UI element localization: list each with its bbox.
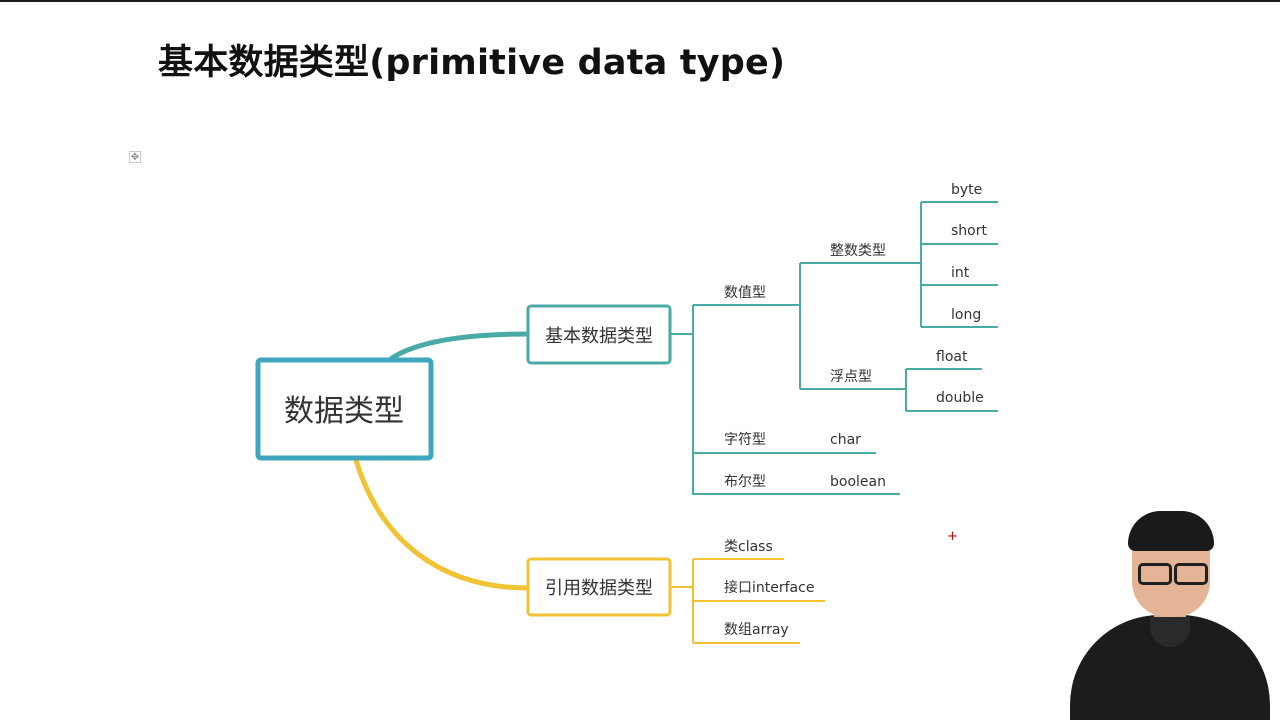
leaf-float: float: [936, 349, 968, 365]
char-type-label: 字符型: [724, 432, 766, 448]
root-node-box: [255, 357, 434, 461]
top-border-line: [0, 0, 1280, 2]
leaf-long: long: [951, 307, 981, 323]
integer-type-label: 整数类型: [830, 243, 886, 259]
leaf-byte: byte: [951, 182, 982, 198]
presenter-webcam: [1060, 505, 1280, 720]
float-type-label: 浮点型: [830, 369, 872, 385]
root-to-reference-connector: [353, 457, 531, 591]
presenter-glasses-left: [1138, 563, 1172, 585]
boolean-type-label: 布尔型: [724, 474, 766, 490]
move-cross-icon[interactable]: ✥: [129, 151, 141, 163]
numeric-type-label: 数值型: [724, 285, 766, 301]
page-title: 基本数据类型(primitive data type): [158, 43, 786, 83]
reference-node-label: 引用数据类型: [545, 578, 653, 599]
leaf-interface: 接口interface: [724, 579, 814, 596]
presenter-hair: [1128, 511, 1214, 551]
leaf-short: short: [951, 223, 987, 239]
leaf-array: 数组array: [724, 622, 789, 638]
leaf-class: 类class: [724, 539, 773, 555]
primitive-node-label: 基本数据类型: [545, 326, 653, 347]
red-plus-cursor-icon: +: [947, 529, 958, 544]
leaf-boolean: boolean: [830, 474, 886, 490]
leaf-double: double: [936, 390, 984, 406]
root-node-label: 数据类型: [284, 394, 404, 429]
reference-tree-lines: [670, 558, 825, 644]
primitive-tree-lines: [670, 201, 998, 495]
leaf-int: int: [951, 265, 970, 281]
presenter-glasses-right: [1174, 563, 1208, 585]
leaf-char: char: [830, 432, 861, 448]
root-to-primitive-connector: [389, 331, 531, 361]
